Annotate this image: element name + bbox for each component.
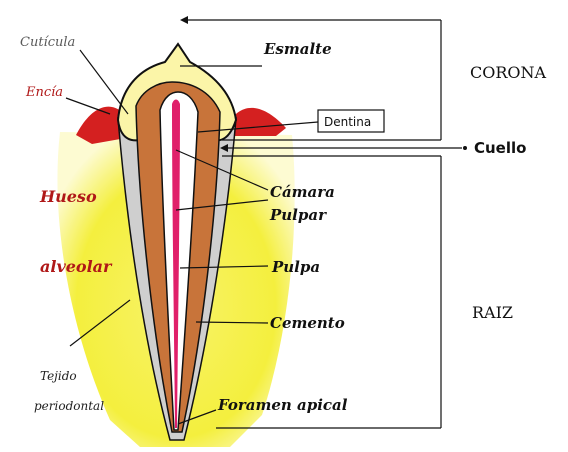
label-pulpar: Pulpar [269, 206, 327, 224]
label-hueso: Hueso [39, 187, 97, 206]
label-camara: Cámara [270, 183, 335, 201]
corona-arrow-head [180, 16, 188, 24]
label-pulpa: Pulpa [271, 258, 320, 276]
label-dentina: Dentina [324, 115, 371, 129]
label-encia: Encía [25, 85, 63, 100]
label-tejido: Tejido [40, 369, 77, 383]
cuello-dot [463, 146, 467, 150]
label-alveolar: alveolar [40, 257, 113, 276]
label-cuticula: Cutícula [20, 35, 75, 50]
label-periodontal: periodontal [34, 399, 104, 413]
label-foramen: Foramen apical [217, 396, 348, 414]
label-corona: CORONA [470, 63, 547, 82]
label-cuello: Cuello [474, 139, 526, 157]
label-raiz: RAIZ [472, 303, 513, 322]
label-cemento: Cemento [270, 314, 345, 332]
label-esmalte: Esmalte [263, 40, 332, 58]
